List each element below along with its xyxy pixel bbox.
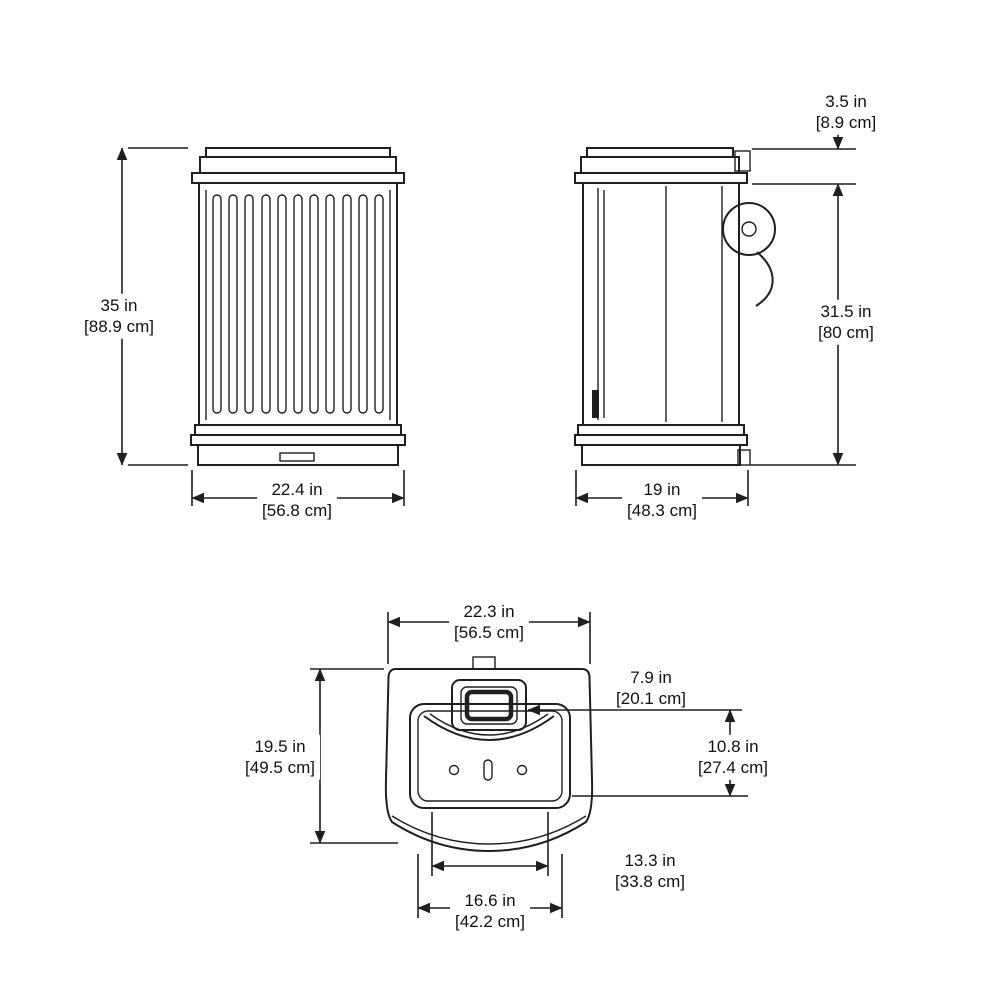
side-lid-lip xyxy=(574,172,748,184)
front-view-drawing xyxy=(190,147,406,466)
front-lid-lip xyxy=(191,172,405,184)
side-lid-tab xyxy=(734,150,751,172)
dimension-value-in: 22.3 in xyxy=(463,601,515,621)
dimension-value-cm: [20.1 cm] xyxy=(616,689,686,708)
top-basin-outer-width-dimension-label: 16.6 in [42.2 cm] xyxy=(450,888,530,934)
dimension-value-cm: [56.5 cm] xyxy=(454,623,524,642)
top-opening-hole xyxy=(464,689,514,722)
front-width-dimension-label: 22.4 in [56.8 cm] xyxy=(257,477,337,523)
dimension-value-in: 19 in xyxy=(643,479,681,499)
side-lid-band xyxy=(580,156,740,174)
dimension-value-in: 13.3 in xyxy=(624,850,676,870)
front-flutes xyxy=(212,194,384,414)
side-hose-bracket-hub xyxy=(741,221,757,237)
top-center-slot xyxy=(483,759,493,781)
side-body-height-dimension-label: 31.5 in [80 cm] xyxy=(813,299,879,345)
front-dimensions xyxy=(116,147,405,506)
top-opening-rim xyxy=(460,686,518,725)
top-screw-hole-left xyxy=(448,764,460,776)
top-front-lip-line xyxy=(391,815,587,845)
dimension-value-cm: [27.4 cm] xyxy=(698,758,768,777)
side-slot xyxy=(592,390,599,418)
dimension-value-cm: [49.5 cm] xyxy=(245,758,315,777)
top-opening-width-dimension-label: 7.9 in [20.1 cm] xyxy=(611,666,691,711)
dimension-value-cm: [48.3 cm] xyxy=(627,501,697,520)
side-lid-top xyxy=(586,147,734,158)
dimension-value-cm: [42.2 cm] xyxy=(455,912,525,931)
top-depth-dimension-label: 19.5 in [49.5 cm] xyxy=(240,734,320,780)
side-hose-strap xyxy=(755,251,774,307)
top-basin-outer xyxy=(409,703,571,809)
dimension-value-cm: [88.9 cm] xyxy=(84,317,154,336)
top-basin-arc-outer xyxy=(423,715,555,741)
top-screw-hole-right xyxy=(516,764,528,776)
front-base-notch xyxy=(279,452,315,462)
dimension-value-in: 3.5 in xyxy=(825,91,867,111)
dimension-value-in: 16.6 in xyxy=(464,890,516,910)
top-view-drawing xyxy=(384,656,594,853)
dimension-value-in: 7.9 in xyxy=(630,667,672,687)
side-hose-bracket xyxy=(722,202,776,256)
side-base-molding-2 xyxy=(574,434,748,446)
side-body xyxy=(582,182,740,426)
top-width-dimension-label: 22.3 in [56.5 cm] xyxy=(449,599,529,645)
dimension-value-in: 10.8 in xyxy=(707,736,759,756)
front-height-dimension-label: 35 in [88.9 cm] xyxy=(79,293,159,339)
top-basin-inner xyxy=(417,710,563,802)
top-basin-arc-inner xyxy=(429,713,549,736)
side-depth-dimension-label: 19 in [48.3 cm] xyxy=(622,477,702,523)
top-basin-depth-dimension-label: 10.8 in [27.4 cm] xyxy=(693,734,773,780)
front-lid-band xyxy=(199,156,397,174)
side-base-foot xyxy=(737,449,751,466)
front-base-molding-2 xyxy=(190,434,406,446)
side-base xyxy=(581,444,741,466)
dimension-value-cm: [33.8 cm] xyxy=(615,872,685,891)
dimension-value-cm: [8.9 cm] xyxy=(815,113,877,132)
dimension-value-in: 31.5 in xyxy=(820,301,872,321)
side-view-drawing xyxy=(574,147,776,466)
dimension-value-cm: [80 cm] xyxy=(818,323,874,342)
dimension-value-in: 22.4 in xyxy=(271,479,323,499)
dimension-value-in: 35 in xyxy=(100,295,138,315)
front-base xyxy=(197,444,399,466)
front-base-molding-1 xyxy=(194,424,402,436)
dimension-value-cm: [56.8 cm] xyxy=(262,501,332,520)
side-base-molding-1 xyxy=(577,424,745,436)
top-outer-shell xyxy=(384,668,594,853)
side-lid-height-dimension-label: 3.5 in [8.9 cm] xyxy=(810,89,882,135)
dimension-value-in: 19.5 in xyxy=(254,736,306,756)
top-basin-inner-width-dimension-label: 13.3 in [33.8 cm] xyxy=(610,849,690,894)
front-lid-top xyxy=(205,147,391,158)
top-rear-tab xyxy=(472,656,496,670)
